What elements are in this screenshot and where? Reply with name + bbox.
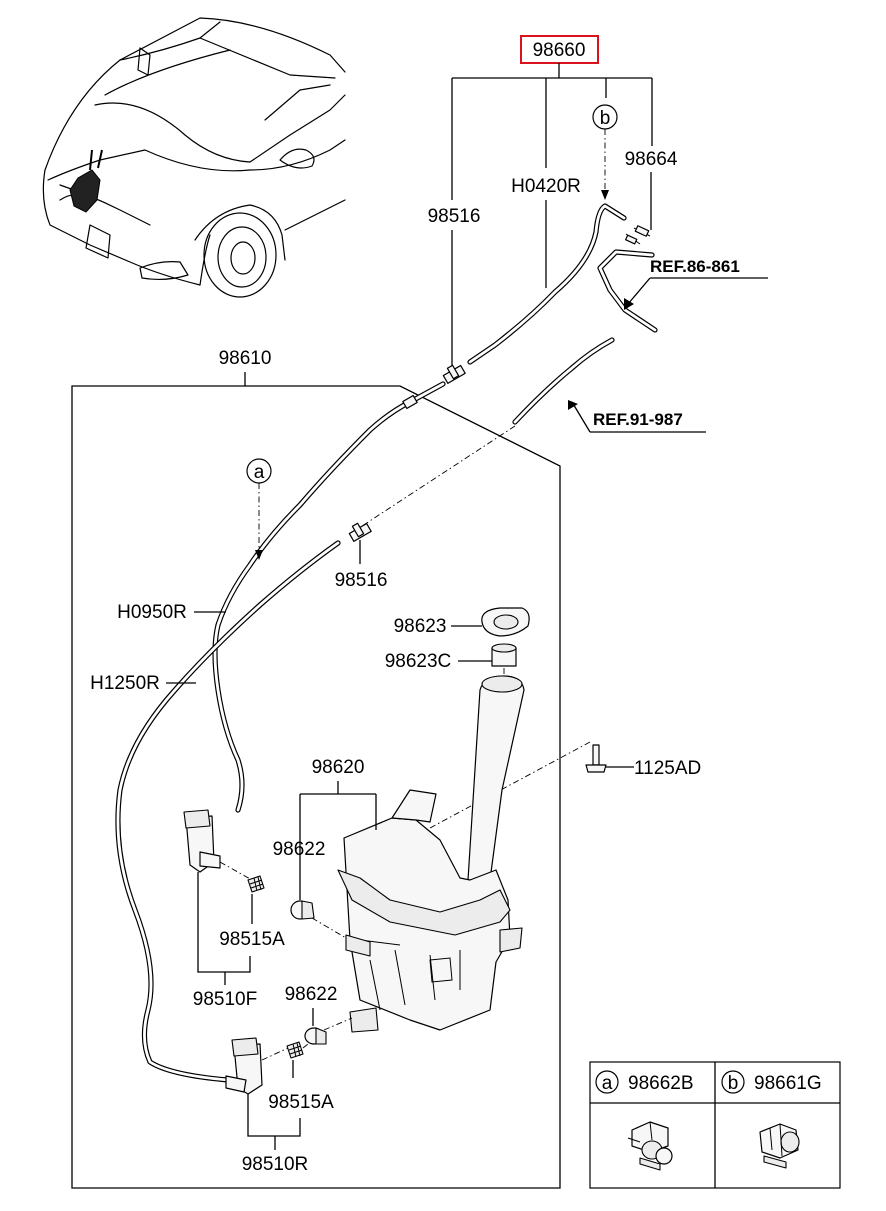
part-label-98623[interactable]: 98623 bbox=[394, 616, 447, 637]
connector-98516-upper bbox=[442, 364, 466, 384]
part-label-98622-lower[interactable]: 98622 bbox=[285, 984, 338, 1005]
part-label-1125ad[interactable]: 1125AD bbox=[634, 758, 701, 779]
filter-98515a-upper bbox=[247, 875, 265, 893]
part-label-98623c[interactable]: 98623C bbox=[385, 651, 452, 672]
cap-98623 bbox=[481, 607, 530, 637]
ref-label-86-861[interactable]: REF.86-861 bbox=[650, 257, 740, 276]
clip-a-letter: a bbox=[254, 462, 265, 483]
part-label-98610[interactable]: 98610 bbox=[219, 348, 272, 369]
legend-b-part[interactable]: 98661G bbox=[754, 1073, 822, 1094]
pump-98510f bbox=[183, 809, 221, 873]
bolt-1125ad bbox=[585, 744, 607, 773]
hose-assembly-98660: 98660 98516 H0420R 98664 b REF.86-861 bbox=[428, 35, 768, 368]
part-label-h0950r[interactable]: H0950R bbox=[117, 602, 187, 623]
legend-b-letter: b bbox=[728, 1073, 739, 1094]
cap-98623c bbox=[491, 643, 517, 667]
grommet-98622-upper bbox=[290, 900, 315, 920]
part-label-h0420r[interactable]: H0420R bbox=[511, 176, 581, 197]
part-label-98620[interactable]: 98620 bbox=[312, 757, 365, 778]
part-label-h1250r[interactable]: H1250R bbox=[90, 673, 160, 694]
part-label-98622-upper[interactable]: 98622 bbox=[273, 839, 326, 860]
washer-reservoir bbox=[337, 675, 525, 1033]
legend-a-part[interactable]: 98662B bbox=[628, 1073, 694, 1094]
legend-b-marker bbox=[721, 1070, 745, 1094]
part-label-98660[interactable]: 98660 bbox=[533, 40, 586, 61]
clip-98661g-drawing bbox=[759, 1123, 800, 1169]
clip-98662b-drawing bbox=[627, 1121, 673, 1171]
part-label-98510f[interactable]: 98510F bbox=[193, 989, 257, 1010]
vehicle-location-thumbnail bbox=[42, 17, 346, 298]
ref-label-91-987[interactable]: REF.91-987 bbox=[593, 410, 683, 429]
part-label-98515a-lower[interactable]: 98515A bbox=[268, 1092, 334, 1113]
legend-a-letter: a bbox=[602, 1073, 613, 1094]
part-label-98516-upper[interactable]: 98516 bbox=[428, 206, 481, 227]
part-label-98664[interactable]: 98664 bbox=[625, 149, 678, 170]
connector-98516-lower bbox=[348, 522, 372, 542]
clip-legend-table: a 98662B b 98661G bbox=[589, 1061, 841, 1189]
reservoir-assembly-98610: 98610 REF.91-987 98516 a bbox=[71, 337, 706, 1189]
legend-a-marker bbox=[595, 1070, 619, 1094]
part-label-98515a-upper[interactable]: 98515A bbox=[219, 929, 285, 950]
part-label-98516-lower[interactable]: 98516 bbox=[335, 570, 388, 591]
pump-98510r bbox=[225, 1037, 263, 1095]
part-label-98510r[interactable]: 98510R bbox=[242, 1154, 309, 1175]
clip-b-letter-top: b bbox=[600, 108, 611, 129]
grommet-98622-lower bbox=[304, 1027, 327, 1045]
filter-98515a-lower bbox=[286, 1041, 304, 1059]
